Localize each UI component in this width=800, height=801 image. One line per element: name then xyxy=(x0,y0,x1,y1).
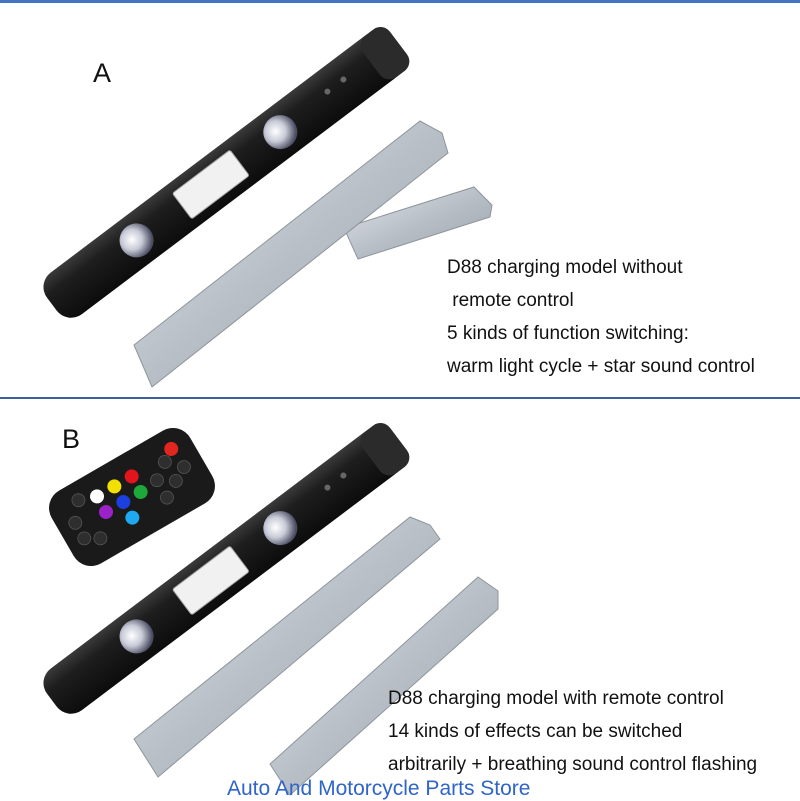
description-a-line: warm light cycle + star sound control xyxy=(447,356,755,377)
device-cap xyxy=(360,27,410,80)
device-window xyxy=(172,546,249,615)
description-a-line: remote control xyxy=(447,290,574,311)
disco-ball-right-icon xyxy=(263,115,298,150)
remote-function-button xyxy=(160,490,174,505)
description-b-line: 14 kinds of effects can be switched xyxy=(388,721,683,742)
disco-ball-left-icon xyxy=(119,223,154,258)
product-image-b xyxy=(43,423,499,796)
remote-color-button xyxy=(124,469,139,484)
panel-label-b: B xyxy=(62,424,81,454)
panel-a: A D88 charging model without remote cont… xyxy=(0,0,800,397)
remote-function-button xyxy=(71,493,86,508)
description-b-line: D88 charging model with remote control xyxy=(388,688,724,709)
panel-label-a: A xyxy=(93,58,112,88)
remote-color-button xyxy=(133,485,148,499)
remote-color-button xyxy=(99,505,114,519)
panel-divider xyxy=(0,397,800,399)
remote-function-button xyxy=(150,473,164,488)
remote-color-button xyxy=(116,495,131,509)
panel-b: B D88 charging model with remote control… xyxy=(0,399,800,800)
remote-function-button xyxy=(68,515,83,530)
product-image-a xyxy=(43,27,493,388)
description-b-line: arbitrarily + breathing sound control fl… xyxy=(388,754,758,775)
remote-color-button xyxy=(90,489,105,504)
metal-bracket-back xyxy=(343,186,493,260)
disco-ball-left-icon xyxy=(119,619,154,654)
description-a-line: D88 charging model without xyxy=(447,257,683,278)
device-cap xyxy=(360,423,410,476)
description-a-line: 5 kinds of function switching: xyxy=(447,323,689,344)
disco-ball-right-icon xyxy=(263,511,298,546)
remote-color-button xyxy=(107,479,122,494)
metal-bracket-front xyxy=(133,120,449,388)
description-b: D88 charging model with remote control 1… xyxy=(388,682,757,781)
device-window xyxy=(172,150,249,219)
remote-function-button xyxy=(77,531,92,546)
metal-bracket-front xyxy=(133,516,441,778)
remote-function-button xyxy=(168,474,183,488)
metal-bracket-back xyxy=(269,576,499,796)
description-a: D88 charging model without remote contro… xyxy=(447,251,755,383)
store-name: Auto And Motorcycle Parts Store xyxy=(227,777,531,800)
remote-function-button xyxy=(157,454,172,469)
remote-function-button xyxy=(177,460,191,474)
remote-function-button xyxy=(93,531,108,546)
remote-control xyxy=(49,427,215,567)
remote-color-button xyxy=(125,510,140,525)
